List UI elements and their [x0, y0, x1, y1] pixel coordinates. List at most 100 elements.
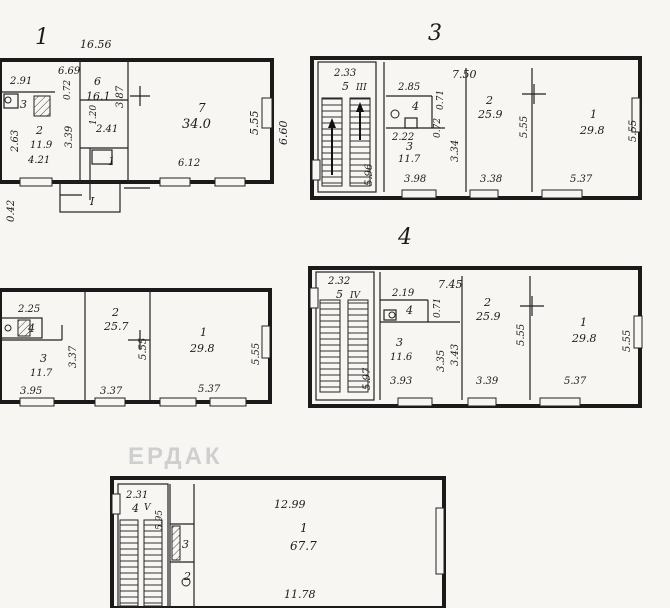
dimension: 2.32	[327, 276, 350, 287]
dimension: 5.96	[364, 163, 375, 186]
dimension: 3.98	[404, 174, 426, 185]
room-5-number: 5	[336, 288, 343, 301]
dimension: 3.39	[476, 376, 499, 387]
dimension: 5.55	[248, 111, 261, 136]
room-2-number: 2	[111, 306, 119, 319]
room-1-area: 29.8	[189, 342, 215, 355]
room-3-area: 11.7	[30, 368, 53, 379]
dimension: 7.45	[438, 278, 463, 291]
dimension: 7.50	[452, 68, 477, 81]
dimension: 12.99	[274, 498, 306, 511]
dimension: 2.63	[10, 130, 21, 153]
dimension: 0.72	[63, 80, 73, 100]
stair-number: III	[355, 83, 367, 93]
floor-1-plan: 1 16.56 6.69 2.91 3 6 16.1 3.87 7 34.0 5…	[0, 25, 290, 222]
dimension: 3.35	[436, 350, 447, 372]
dimension: 5.55	[628, 120, 639, 142]
dimension: 5.55	[516, 324, 527, 346]
dimension: 0.71	[436, 90, 446, 110]
attic-stamp: ЕРДАК	[128, 443, 223, 470]
dimension: 4.21	[27, 155, 50, 166]
dimension: 6.12	[178, 158, 200, 169]
dimension: 3.39	[64, 125, 75, 148]
floor-3-label: 3	[428, 21, 442, 46]
dimension: 2.22	[391, 132, 414, 143]
room-6-number: 6	[94, 75, 101, 88]
room-1-area: 67.7	[290, 539, 317, 553]
dimension: 5.37	[564, 376, 587, 387]
dimension: 0.42	[6, 200, 17, 222]
dimension: 5.95	[155, 510, 165, 530]
dimension: 3.43	[450, 344, 461, 366]
dimension: 3.37	[100, 386, 123, 397]
stair-number: I	[89, 195, 95, 208]
dimension: 3.87	[115, 85, 126, 108]
room-3-area: 11.6	[390, 352, 413, 363]
room-4-number: 4	[411, 100, 419, 113]
floor-2-plan: 2.25 4 2 25.7 3.37 5.55 1 29.8 5.55 3 11…	[0, 288, 272, 407]
room-2-number: 2	[483, 296, 491, 309]
floor-3-plan: 3 2.33 5 III 2.85 7.50 0.71 4 0.72 2 25.…	[310, 21, 642, 200]
dimension: 5.97	[362, 367, 373, 390]
room-1-area: 29.8	[571, 332, 597, 345]
dimension: 3.93	[390, 376, 412, 387]
room-4-number: 4	[27, 322, 35, 335]
dimension: 2.19	[391, 288, 415, 299]
dimension: 5.37	[198, 384, 221, 395]
room-3-number: 3	[406, 140, 413, 153]
floor-4-plan: 4 2.32 5 IV 2.19 7.45 0.71 4 2 25.9 5.55…	[308, 225, 643, 408]
room-1-number: 1	[200, 326, 207, 339]
dimension: 0.71	[433, 298, 443, 318]
dimension: 16.56	[80, 38, 112, 51]
room-1-number: 1	[300, 521, 308, 535]
room-2-area: 25.9	[475, 310, 501, 323]
room-3-area: 2.91	[9, 76, 32, 87]
room-4-number: 4	[131, 502, 139, 515]
floor-1-label: 1	[35, 25, 49, 50]
dimension: 1.20	[89, 105, 99, 125]
room-3-area: 11.7	[398, 154, 421, 165]
dimension: 3.95	[20, 386, 42, 397]
dimension: 2.25	[17, 304, 40, 315]
dimension: 5.55	[251, 343, 262, 365]
dimension: 6.60	[277, 121, 290, 146]
room-1-area: 29.8	[579, 124, 605, 137]
room-5-number: 5	[342, 80, 349, 93]
attic-plan: ЕРДАК 2.31 4 V 5.95 3 2 12.99 1 67.7 11.…	[110, 443, 446, 608]
dimension: 3.34	[450, 140, 461, 162]
room-2-number: 2	[485, 94, 493, 107]
room-7-area: 34.0	[182, 117, 211, 132]
dimension: 2.85	[397, 82, 420, 93]
dimension: 6.69	[58, 66, 81, 77]
dimension: 2.31	[125, 490, 148, 501]
room-3-number: 3	[182, 538, 189, 551]
room-2-area: 11.9	[30, 140, 53, 151]
room-2-number: 2	[35, 124, 43, 137]
dimension: 5.55	[622, 330, 633, 352]
dimension: 3.38	[480, 174, 502, 185]
room-2-area: 25.9	[477, 108, 503, 121]
room-4-number: 4	[405, 304, 413, 317]
dimension: 2.41	[95, 124, 118, 135]
room-1-number: 1	[580, 316, 587, 329]
dimension: 5.55	[138, 338, 149, 360]
dimension: 5.55	[519, 116, 530, 138]
dimension: 0.72	[433, 118, 443, 138]
room-1-number: 1	[590, 108, 597, 121]
floor-4-label: 4	[397, 225, 412, 250]
room-6-area: 16.1	[86, 90, 111, 103]
stair-number: V	[144, 503, 152, 513]
dimension: 2.33	[333, 68, 356, 79]
dimension: 3.37	[68, 345, 79, 368]
room-7-number: 7	[198, 101, 206, 115]
stair-number: IV	[349, 291, 362, 301]
room-2-area: 25.7	[103, 320, 129, 333]
room-2-number: 2	[183, 570, 191, 583]
dimension: 11.78	[284, 588, 316, 601]
room-3-number: 3	[396, 336, 403, 349]
dimension: 5.37	[570, 174, 593, 185]
room-1-number: 1	[108, 155, 115, 168]
room-3-number: 3	[20, 98, 27, 111]
room-3-number: 3	[40, 352, 47, 365]
